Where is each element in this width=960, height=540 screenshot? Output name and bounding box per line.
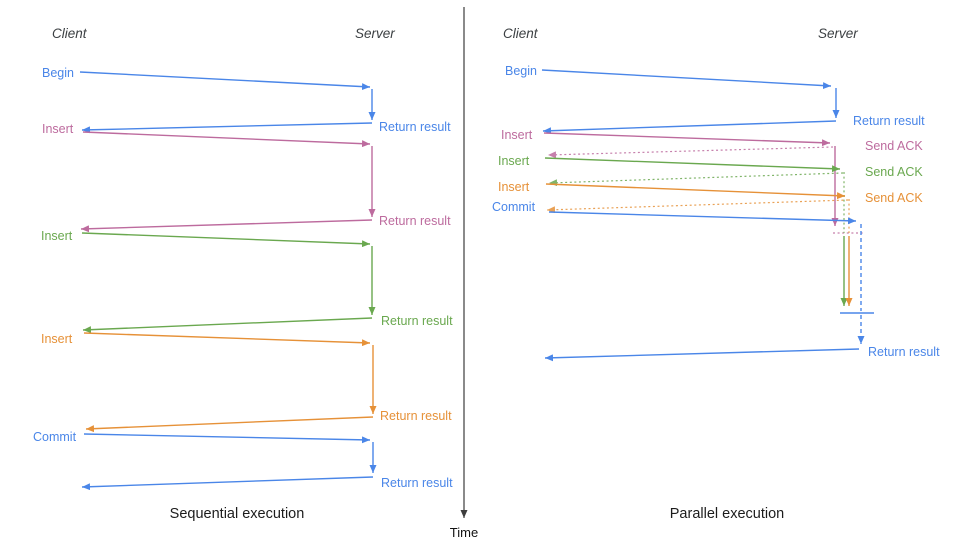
sequential-insert3-request-arrow bbox=[83, 332, 371, 347]
sequential-insert3-return-arrow bbox=[85, 416, 374, 433]
parallel-begin-request-arrow bbox=[541, 69, 832, 90]
parallel-server-header: Server bbox=[818, 26, 858, 41]
parallel-insert3-request-arrow bbox=[545, 183, 846, 200]
sequential-insert2-return-label: Return result bbox=[381, 314, 453, 328]
sequential-commit-label: Commit bbox=[33, 430, 77, 444]
parallel-client-header: Client bbox=[503, 26, 539, 41]
parallel-insert1-ack-arrow bbox=[547, 146, 834, 159]
parallel-insert3-label: Insert bbox=[498, 180, 530, 194]
sequential-insert1-return-label: Return result bbox=[379, 214, 451, 228]
parallel-commit-request-arrow bbox=[548, 211, 857, 225]
sequential-insert2-label: Insert bbox=[41, 229, 73, 243]
sequential-caption: Sequential execution bbox=[170, 506, 305, 522]
sequential-insert3-label: Insert bbox=[41, 332, 73, 346]
sequential-commit-return-label: Return result bbox=[381, 476, 453, 490]
sequential-insert3-return-label: Return result bbox=[380, 409, 452, 423]
parallel-insert3-ack-arrow bbox=[546, 199, 849, 214]
sequential-insert2-return-arrow bbox=[82, 317, 373, 334]
time-axis-label: Time bbox=[450, 525, 478, 540]
sequential-insert1-label: Insert bbox=[42, 122, 74, 136]
parallel-begin-label: Begin bbox=[505, 64, 537, 78]
parallel-commit-label: Commit bbox=[492, 200, 536, 214]
parallel-insert2-ack-arrow bbox=[548, 172, 844, 187]
parallel-insert2-request-arrow bbox=[544, 157, 841, 173]
sequential-begin-request-arrow bbox=[79, 71, 371, 91]
sequential-server-header: Server bbox=[355, 26, 395, 41]
parallel-begin-return-arrow bbox=[542, 120, 837, 135]
parallel-begin-return-label: Return result bbox=[853, 114, 925, 128]
parallel-insert1-ack-label: Send ACK bbox=[865, 139, 923, 153]
sequential-begin-label: Begin bbox=[42, 66, 74, 80]
sequential-commit-return-arrow bbox=[81, 476, 374, 491]
parallel-commit-return-label: Return result bbox=[868, 345, 940, 359]
parallel-insert1-request-arrow bbox=[543, 132, 831, 147]
sequential-insert2-request-arrow bbox=[81, 232, 371, 248]
sequential-begin-return-label: Return result bbox=[379, 120, 451, 134]
sequential-insert1-return-arrow bbox=[80, 219, 373, 233]
parallel-insert1-label: Insert bbox=[501, 128, 533, 142]
sequential-commit-request-arrow bbox=[83, 433, 371, 444]
time-axis: Time bbox=[450, 7, 478, 540]
parallel-caption: Parallel execution bbox=[670, 506, 784, 522]
sequential-client-header: Client bbox=[52, 26, 88, 41]
sequential-begin-return-arrow bbox=[81, 122, 373, 134]
parallel-insert2-label: Insert bbox=[498, 154, 530, 168]
parallel-insert2-ack-label: Send ACK bbox=[865, 165, 923, 179]
parallel-insert3-ack-label: Send ACK bbox=[865, 191, 923, 205]
parallel-commit-return-arrow bbox=[544, 348, 860, 362]
sequential-insert1-request-arrow bbox=[82, 131, 371, 148]
